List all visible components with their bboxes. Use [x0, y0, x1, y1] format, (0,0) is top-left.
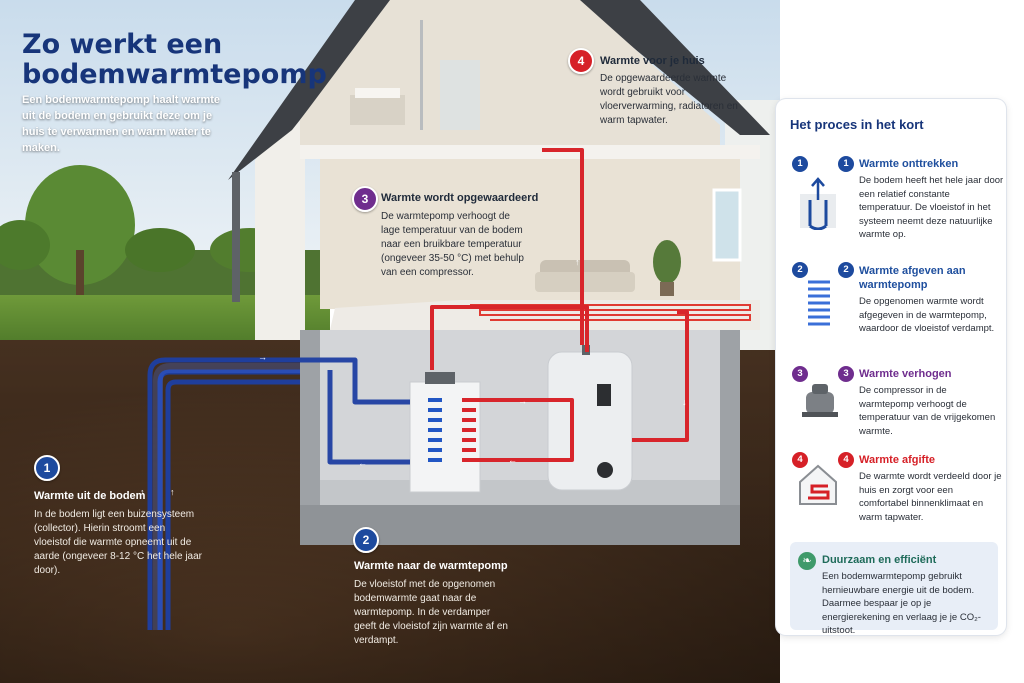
- leaf-icon: ❧: [798, 552, 816, 570]
- panel-item-1-number: 1: [838, 156, 854, 172]
- panel-item-3-text: De compressor in de warmtepomp verhoogt …: [859, 385, 996, 437]
- panel-item-2-badge: 2: [792, 262, 808, 278]
- step-2-title: Warmte naar de warmtepomp: [354, 560, 508, 572]
- panel-item-1-badge: 1: [792, 156, 808, 172]
- page-title: Zo werkt een bodemwarmtepomp: [22, 29, 327, 90]
- step-2-text: De vloeistof met de opgenomen bodemwarmt…: [354, 579, 508, 646]
- ground-loop-icon: [800, 177, 836, 230]
- sustainability-text: Een bodemwarmtepomp gebruikt hernieuwbar…: [822, 571, 981, 636]
- panel-item-3-title: Warmte verhogen: [859, 368, 952, 380]
- svg-text:←: ←: [358, 458, 367, 468]
- panel-item-2-text: De opgenomen warmte wordt afgegeven in d…: [859, 296, 995, 334]
- panel-item-4-text: De warmte wordt verdeeld door je huis en…: [859, 471, 1002, 523]
- panel-item-1-text: De bodem heeft het hele jaar door een re…: [859, 175, 1004, 240]
- svg-text:↑: ↑: [140, 487, 145, 497]
- svg-text:←: ←: [508, 455, 517, 465]
- svg-text:↑: ↑: [170, 487, 175, 497]
- sustainability-title: Duurzaam en efficiënt: [822, 554, 937, 566]
- svg-text:↓: ↓: [682, 397, 687, 407]
- step-3-title: Warmte wordt opgewaardeerd: [381, 192, 539, 204]
- panel-item-4-title: Warmte afgifte: [859, 454, 935, 466]
- step-3-text: De warmtepomp verhoogt de lage temperatu…: [381, 211, 524, 278]
- panel-item-2-title: Warmte afgeven aan warmtepomp: [859, 265, 966, 291]
- svg-text:→: →: [518, 396, 527, 406]
- panel-item-2-number: 2: [838, 262, 854, 278]
- panel-item-3-badge: 3: [792, 366, 808, 382]
- house-heat-icon: [799, 464, 837, 505]
- panel-item-4-number: 4: [838, 452, 854, 468]
- compressor-icon: [802, 384, 838, 417]
- step-4-badge: 4: [568, 48, 594, 74]
- step-2-badge: 2: [353, 527, 379, 553]
- step-4-title: Warmte voor je huis: [600, 55, 705, 67]
- intro-text: Een bodemwarmtepomp haalt warmte uit de …: [22, 94, 221, 154]
- step-1-badge: 1: [34, 455, 60, 481]
- step-1-text: In de bodem ligt een buizensysteem (coll…: [34, 509, 202, 576]
- coil-icon: [808, 280, 830, 326]
- panel-item-4-badge: 4: [792, 452, 808, 468]
- step-1-title: Warmte uit de bodem: [34, 490, 146, 502]
- step-3-badge: 3: [352, 186, 378, 212]
- panel-item-3-number: 3: [838, 366, 854, 382]
- svg-text:↑: ↑: [575, 257, 580, 267]
- svg-text:→: →: [258, 352, 267, 362]
- panel-item-1-title: Warmte onttrekken: [859, 158, 959, 170]
- step-4-text: De opgewaardeerde warmte wordt gebruikt …: [600, 73, 738, 126]
- panel-title: Het proces in het kort: [790, 117, 924, 132]
- sustainability-box: [790, 542, 998, 630]
